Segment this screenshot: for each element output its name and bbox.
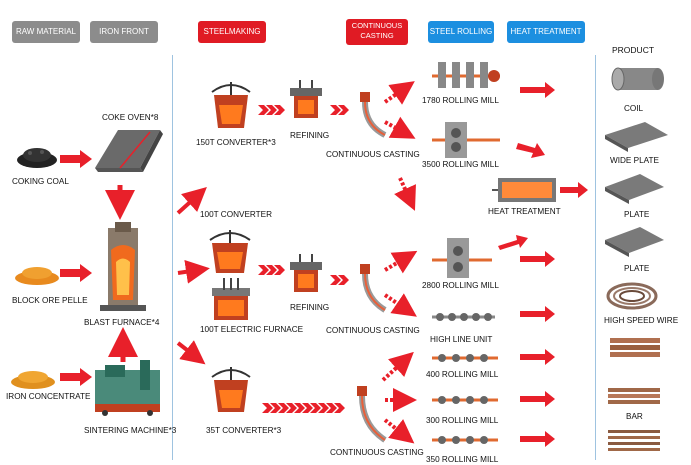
label-coil: COIL (624, 104, 644, 113)
refining-unit-2-icon (290, 254, 322, 292)
label-refining-2: REFINING (290, 303, 330, 312)
sintering-machine-icon (95, 360, 160, 416)
caster-1-icon (360, 92, 387, 138)
label-heat-treatment: HEAT TREATMENT (488, 207, 561, 216)
label-plate-2: PLATE (624, 264, 650, 273)
product-arrows (498, 82, 588, 447)
label-high-line: HIGH LINE UNIT (430, 335, 493, 344)
header-cc-line2: CASTING (360, 31, 394, 40)
chevron-arrows (258, 105, 349, 413)
heat-treatment-furnace-icon (492, 178, 556, 202)
header-steelmaking: STEELMAKING (198, 21, 266, 43)
rolling-mill-2800-icon (432, 238, 492, 278)
label-mill-350: 350 ROLLING MILL (426, 455, 499, 464)
label-mill-300: 300 ROLLING MILL (426, 416, 499, 425)
high-speed-wire-product-icon (606, 282, 658, 310)
header-cc-line1: CONTINUOUS (351, 21, 403, 30)
bar-product-icons (608, 338, 660, 451)
label-mill-2800: 2800 ROLLING MILL (422, 281, 499, 290)
label-refining-1: REFINING (290, 131, 330, 140)
header-iron-front: IRON FRONT (90, 21, 158, 43)
label-wide-plate: WIDE PLATE (610, 156, 659, 165)
divider-steelmaking (172, 55, 173, 460)
plate-product-1-icon (605, 174, 664, 204)
converter-150t-icon (211, 82, 251, 128)
header-steel-rolling: STEEL ROLLING (428, 21, 494, 43)
label-high-speed-wire: HIGH SPEED WIRE (604, 316, 679, 325)
label-iron-concentrate: IRON CONCENTRATE (6, 392, 91, 401)
caster-2-icon (360, 264, 387, 313)
header-raw-material: RAW MATERIAL (12, 21, 80, 43)
label-converter-150: 150T CONVERTER*3 (196, 138, 276, 147)
label-block-ore: BLOCK ORE PELLE (12, 296, 88, 305)
caster-3-icon (357, 386, 387, 443)
raw-arrows (60, 150, 92, 386)
refining-unit-1-icon (290, 80, 322, 118)
label-mill-1780: 1780 ROLLING MILL (422, 96, 499, 105)
label-mill-3500: 3500 ROLLING MILL (422, 160, 499, 169)
rolling-mill-350-icon (432, 436, 498, 444)
iron-concentrate-pile-icon (11, 371, 55, 389)
plate-product-2-icon (605, 227, 664, 257)
label-plate-1: PLATE (624, 210, 650, 219)
rolling-mill-300-icon (432, 396, 498, 404)
wide-plate-product-icon (605, 122, 668, 152)
label-converter-100: 100T CONVERTER (200, 210, 273, 219)
label-blast-furnace: BLAST FURNACE*4 (84, 318, 160, 327)
coke-oven-icon (95, 130, 163, 172)
label-bar: BAR (626, 412, 643, 421)
block-ore-pile-icon (15, 267, 59, 285)
label-cc-2: CONTINUOUS CASTING (326, 326, 420, 335)
label-cc-1: CONTINUOUS CASTING (326, 150, 420, 159)
label-converter-35: 35T CONVERTER*3 (206, 426, 282, 435)
header-continuous-casting: CONTINUOUS CASTING (346, 19, 408, 45)
converter-100t-icon (209, 230, 251, 273)
blast-furnace-icon (100, 222, 146, 311)
rolling-mill-1780-icon (432, 62, 500, 88)
label-coking-coal: COKING COAL (12, 177, 69, 186)
coking-coal-pile-icon (17, 148, 57, 168)
label-cc-3: CONTINUOUS CASTING (330, 448, 424, 457)
rolling-mill-3500-icon (432, 122, 500, 158)
label-coke-oven: COKE OVEN*8 (102, 113, 159, 122)
label-electric-furnace: 100T ELECTRIC FURNACE (200, 325, 304, 334)
label-sintering: SINTERING MACHINE*3 (84, 426, 177, 435)
converter-35t-icon (211, 367, 251, 412)
label-mill-400: 400 ROLLING MILL (426, 370, 499, 379)
electric-furnace-icon (212, 278, 250, 320)
header-heat-treatment: HEAT TREATMENT (507, 21, 585, 43)
rolling-mill-400-icon (432, 354, 498, 362)
divider-product (595, 55, 596, 460)
high-line-unit-icon (432, 313, 495, 321)
coil-product-icon (611, 67, 664, 91)
header-product: PRODUCT (612, 45, 655, 55)
